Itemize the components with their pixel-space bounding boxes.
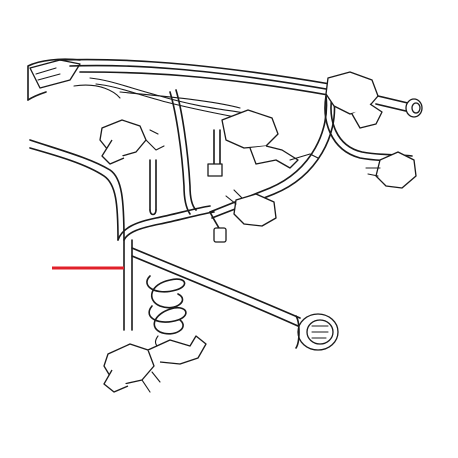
round-connector xyxy=(295,313,339,351)
valve-right xyxy=(325,71,423,129)
upper-pipe-bundle xyxy=(59,58,335,121)
valve-right-lower xyxy=(365,151,417,189)
center-vertical-pipe xyxy=(169,89,197,215)
heating-element-coil xyxy=(146,275,187,349)
valve-left xyxy=(99,119,165,216)
fitting xyxy=(209,211,227,243)
frame-back xyxy=(27,58,81,101)
valve-bottom xyxy=(103,335,207,393)
left-return-tube xyxy=(29,139,125,241)
valve-center xyxy=(207,109,319,177)
valve-junction xyxy=(225,189,277,227)
main-harness xyxy=(117,205,301,331)
